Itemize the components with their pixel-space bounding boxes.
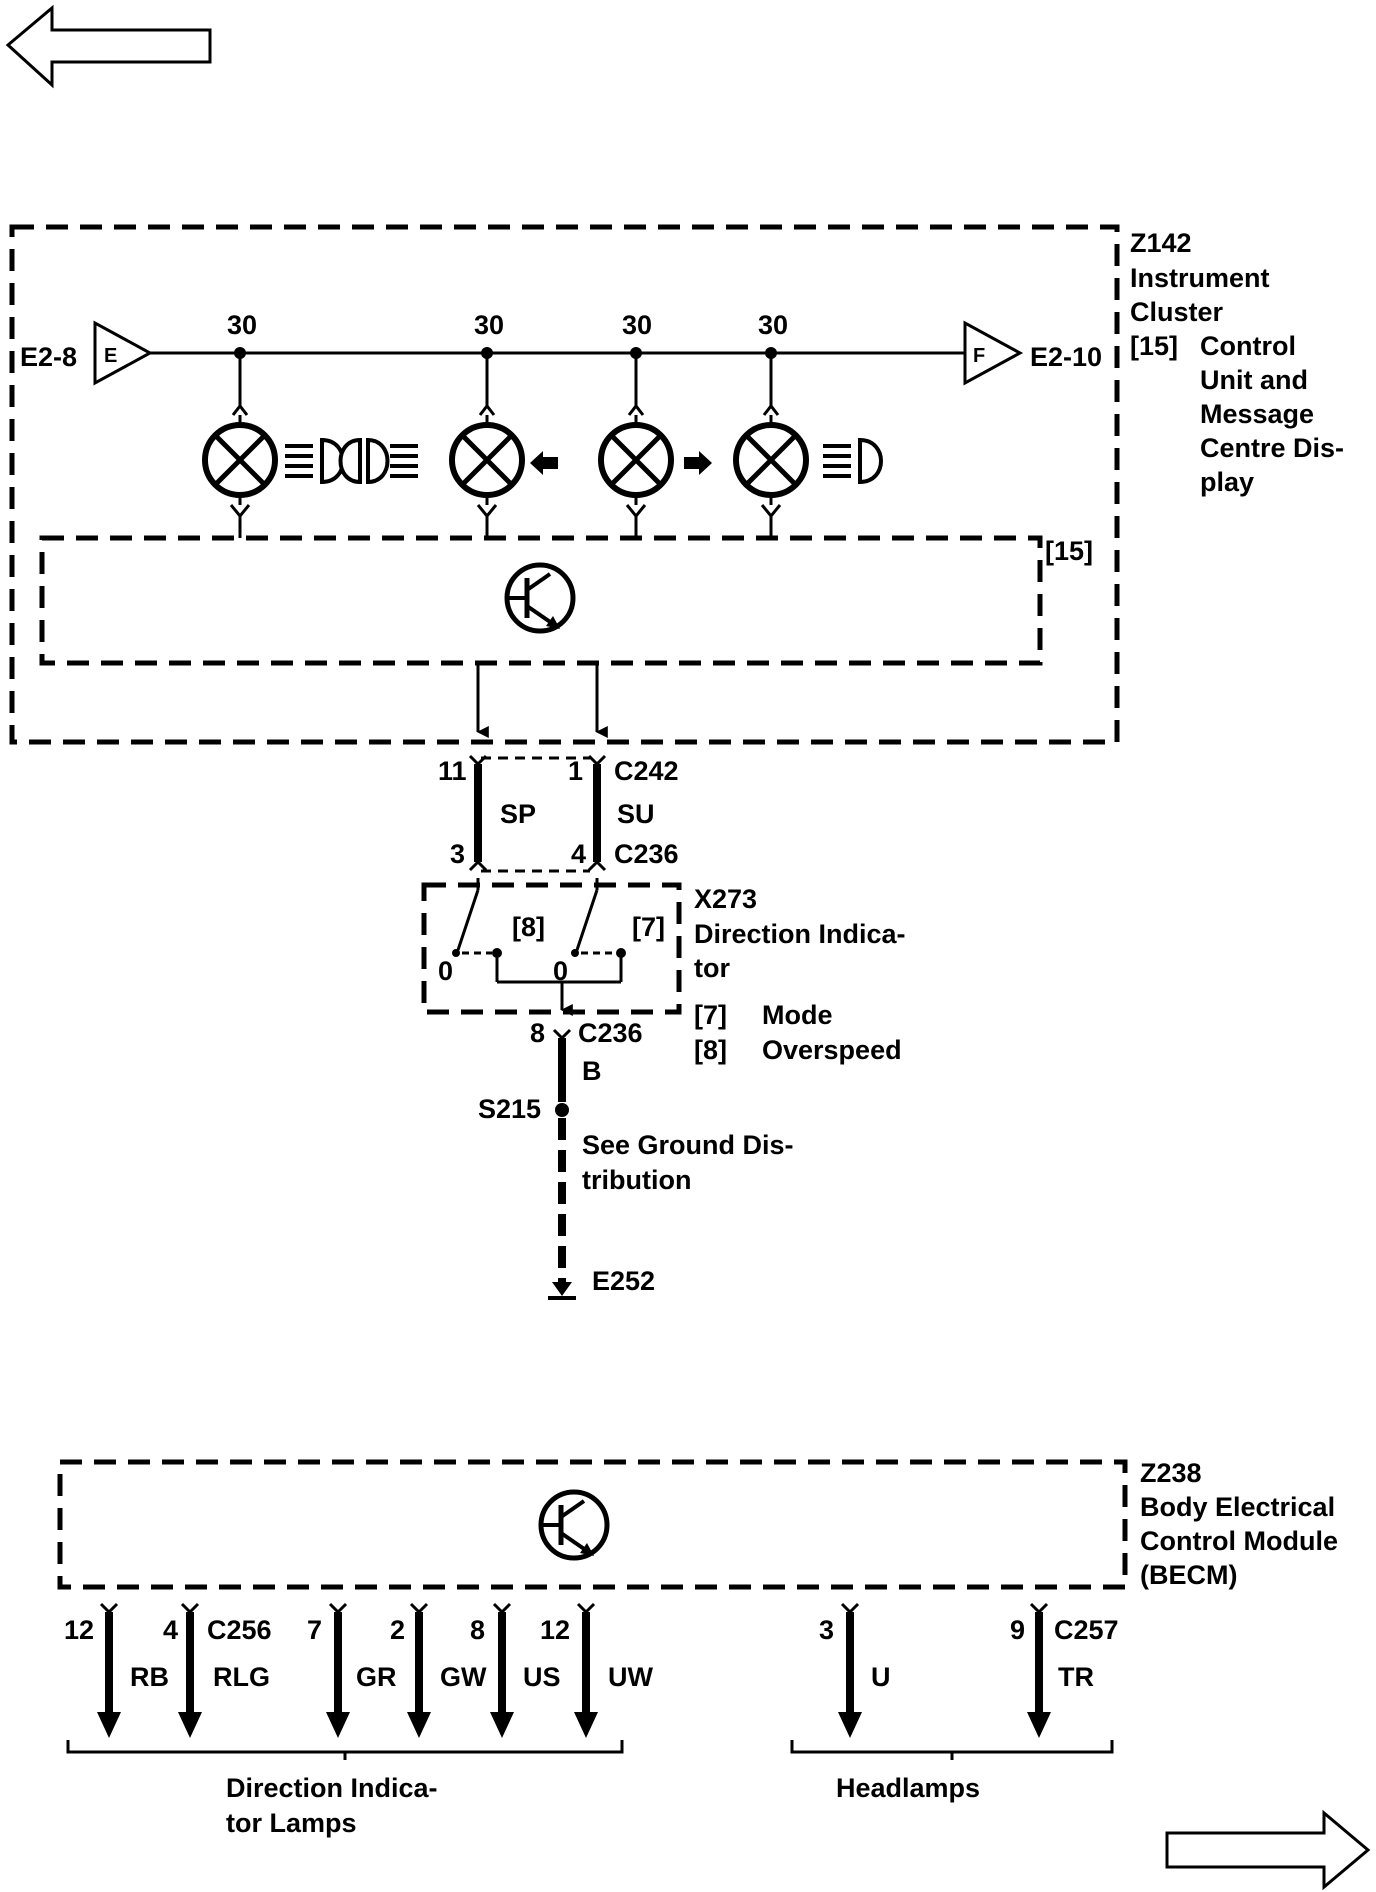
cluster-sub-line1: Control bbox=[1200, 331, 1296, 361]
bus-label-4: 30 bbox=[758, 310, 788, 340]
becm-connector-c256: C256 bbox=[207, 1615, 272, 1645]
instrument-cluster-boundary bbox=[9, 224, 1120, 745]
ground-pin: 8 bbox=[530, 1018, 545, 1048]
headlamps-brace bbox=[790, 1740, 1114, 1760]
c236-name: C236 bbox=[614, 839, 679, 869]
left-connector-label: E2-8 bbox=[20, 342, 77, 372]
becm-pin-1: 12 bbox=[64, 1615, 94, 1645]
becm-transistor-icon bbox=[538, 1489, 610, 1561]
high-beam-icon bbox=[285, 437, 418, 485]
becm-name-line2: Control Module bbox=[1140, 1526, 1338, 1556]
left-turn-lamp bbox=[449, 347, 525, 538]
headlamps-label: Headlamps bbox=[836, 1773, 980, 1803]
svg-text:F: F bbox=[973, 345, 985, 367]
becm-pin-8: 9 bbox=[1010, 1615, 1025, 1645]
becm-wire-7: U bbox=[871, 1662, 891, 1692]
becm-wire-3: GR bbox=[356, 1662, 397, 1692]
switch-name-line1: Direction Indica- bbox=[694, 919, 906, 949]
right-connector-label: E2-10 bbox=[1030, 342, 1102, 372]
becm-pin-2: 4 bbox=[163, 1615, 178, 1645]
becm-output-wires bbox=[97, 1602, 1051, 1738]
becm-wire-5: US bbox=[523, 1662, 561, 1692]
c242-pin-left: 11 bbox=[438, 756, 467, 786]
switch-common-return bbox=[497, 980, 621, 1016]
switch-ref-left: [8] bbox=[512, 912, 545, 942]
legend-8-ref: [8] bbox=[694, 1035, 727, 1065]
legend-7-ref: [7] bbox=[694, 1000, 727, 1030]
becm-wire-6: UW bbox=[608, 1662, 653, 1692]
ground-note-line2: tribution bbox=[582, 1165, 691, 1195]
becm-pin-7: 3 bbox=[819, 1615, 834, 1645]
becm-pin-5: 8 bbox=[470, 1615, 485, 1645]
ground-wire-color: B bbox=[582, 1056, 602, 1086]
c242-pin-right: 1 bbox=[568, 756, 583, 786]
right-turn-lamp bbox=[598, 347, 674, 538]
ground-note-line1: See Ground Dis- bbox=[582, 1130, 794, 1160]
ground-connector: C236 bbox=[578, 1018, 643, 1048]
ground-point: E252 bbox=[592, 1266, 655, 1296]
direction-lamps-brace bbox=[66, 1740, 624, 1760]
becm-connector-c257: C257 bbox=[1054, 1615, 1119, 1645]
control-unit-ref: [15] bbox=[1045, 536, 1093, 566]
becm-pin-6: 12 bbox=[540, 1615, 570, 1645]
c236-pin-right: 4 bbox=[571, 839, 586, 869]
transistor-icon bbox=[504, 562, 576, 634]
wire-sp-label: SP bbox=[500, 799, 536, 829]
legend-7-label: Mode bbox=[762, 1000, 833, 1030]
switch-pos-center: 0 bbox=[553, 956, 568, 986]
becm-wire-2: RLG bbox=[213, 1662, 270, 1692]
switch-pos-left: 0 bbox=[438, 956, 453, 986]
switch-id: X273 bbox=[694, 884, 757, 914]
connector-flag-e: E bbox=[93, 320, 154, 386]
direction-lamps-label-line2: tor Lamps bbox=[226, 1808, 357, 1838]
back-arrow-icon[interactable] bbox=[5, 4, 212, 89]
cluster-sub-line2: Unit and bbox=[1200, 365, 1308, 395]
switch-name-line2: tor bbox=[694, 953, 730, 983]
main-beam-lamp bbox=[733, 347, 809, 538]
connector-flag-f: F bbox=[963, 320, 1024, 386]
becm-pin-4: 2 bbox=[390, 1615, 405, 1645]
becm-name-line3: (BECM) bbox=[1140, 1560, 1237, 1590]
control-unit-boundary bbox=[39, 535, 1043, 666]
bus-label-2: 30 bbox=[474, 310, 504, 340]
becm-wire-1: RB bbox=[130, 1662, 169, 1692]
becm-pin-3: 7 bbox=[307, 1615, 322, 1645]
becm-name-line1: Body Electrical bbox=[1140, 1492, 1335, 1522]
bus-label-3: 30 bbox=[622, 310, 652, 340]
wire-su-label: SU bbox=[617, 799, 655, 829]
switch-contact-7 bbox=[571, 878, 626, 982]
becm-wire-4: GW bbox=[440, 1662, 487, 1692]
next-arrow-icon[interactable] bbox=[1165, 1809, 1371, 1891]
cluster-sub-line5: play bbox=[1200, 467, 1254, 497]
becm-id: Z238 bbox=[1140, 1458, 1202, 1488]
cluster-sub-line3: Message bbox=[1200, 399, 1314, 429]
ground-splice: S215 bbox=[478, 1094, 541, 1124]
right-turn-icon bbox=[684, 451, 712, 475]
cluster-name-line2: Cluster bbox=[1130, 297, 1224, 327]
switch-ref-right: [7] bbox=[632, 912, 665, 942]
ground-wire bbox=[552, 1028, 572, 1282]
wire-su bbox=[587, 754, 607, 872]
switch-contact-8 bbox=[452, 878, 502, 982]
cluster-sub-line4: Centre Dis- bbox=[1200, 433, 1344, 463]
c242-name: C242 bbox=[614, 756, 679, 786]
bus-label-1: 30 bbox=[227, 310, 257, 340]
high-beam-lamp bbox=[202, 347, 278, 538]
ground-symbol bbox=[548, 1282, 576, 1300]
becm-boundary bbox=[57, 1459, 1128, 1590]
left-turn-icon bbox=[530, 451, 558, 475]
svg-text:E: E bbox=[104, 345, 117, 367]
c236-pin-left: 3 bbox=[450, 839, 465, 869]
becm-wire-8: TR bbox=[1058, 1662, 1094, 1692]
cluster-name-line1: Instrument bbox=[1130, 263, 1270, 293]
cluster-id: Z142 bbox=[1130, 228, 1192, 258]
direction-indicator-switch-boundary bbox=[421, 882, 682, 1015]
cluster-sub-ref: [15] bbox=[1130, 331, 1178, 361]
legend-8-label: Overspeed bbox=[762, 1035, 902, 1065]
main-beam-icon bbox=[823, 437, 883, 485]
direction-lamps-label-line1: Direction Indica- bbox=[226, 1773, 438, 1803]
wire-sp bbox=[468, 754, 488, 872]
